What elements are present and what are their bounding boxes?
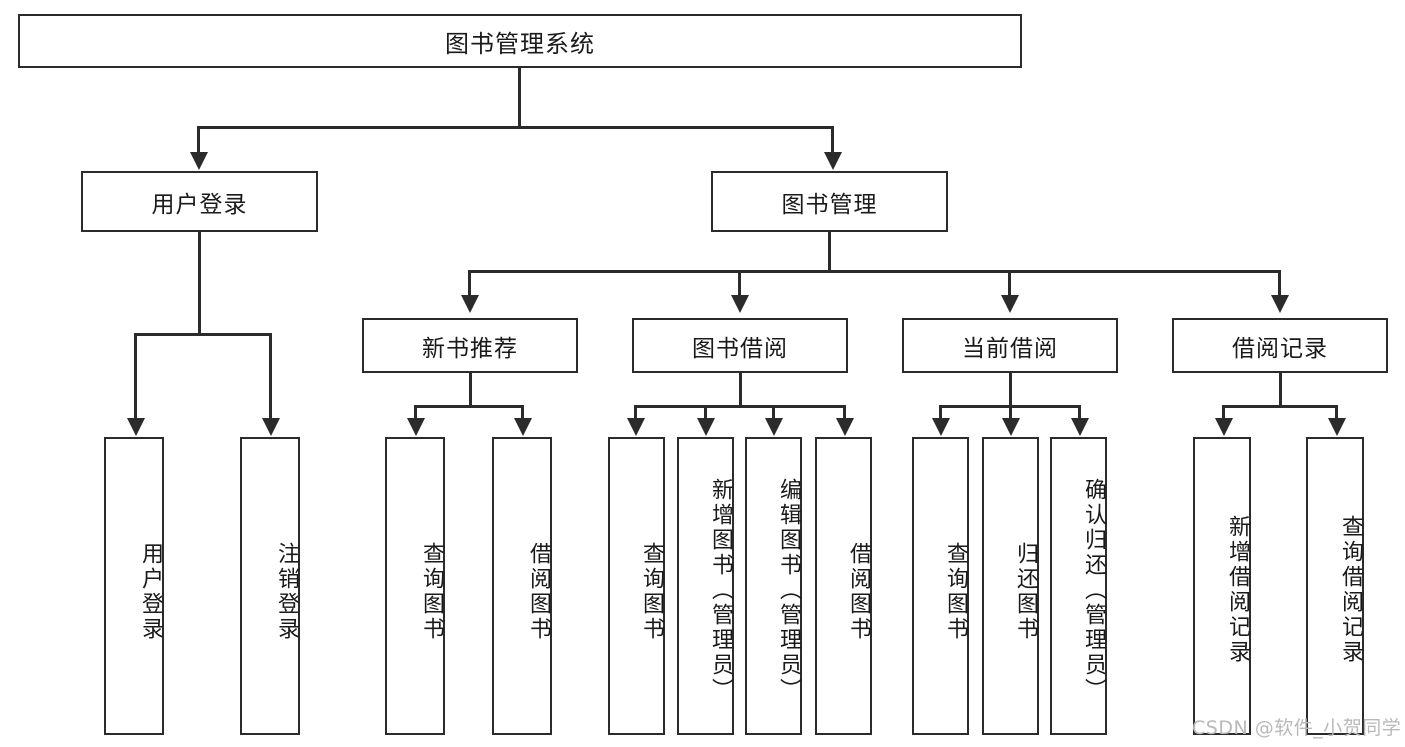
node-label: 图书借阅 — [692, 335, 788, 362]
leaf-logout-login[interactable]: 注销登录 — [240, 437, 300, 735]
leaf-query-record[interactable]: 查询借阅记录 — [1306, 437, 1364, 735]
leaf-query-book-1[interactable]: 查询图书 — [385, 437, 445, 735]
arrowhead-icon — [731, 295, 749, 313]
node-label: 借阅图书 — [526, 542, 551, 642]
node-label: 借阅图书 — [846, 542, 871, 642]
node-book-borrow[interactable]: 图书借阅 — [632, 318, 848, 373]
edge-cb-to-leaf-2 — [1009, 405, 1012, 421]
edge-user-login-to-leaf-2 — [269, 333, 272, 421]
arrowhead-icon — [514, 418, 532, 436]
arrowhead-icon — [262, 418, 280, 436]
node-label: 用户登录 — [138, 542, 163, 642]
edge-root-bar — [197, 126, 834, 129]
node-label: 查询图书 — [639, 542, 664, 642]
edge-bm-to-book-borrow — [738, 270, 741, 298]
edge-book-management-bar — [468, 270, 1280, 273]
edge-bb-to-leaf-1 — [634, 405, 637, 421]
edge-user-login-to-leaf-1 — [134, 333, 137, 421]
node-label: 借阅记录 — [1232, 335, 1328, 362]
edge-bm-to-borrow-record — [1278, 270, 1281, 298]
edge-cb-stem — [1009, 373, 1012, 407]
edge-br-to-leaf-1 — [1222, 405, 1225, 421]
edge-root-to-user-login — [197, 126, 200, 156]
edge-bb-to-leaf-4 — [843, 405, 846, 421]
node-label: 新书推荐 — [422, 335, 518, 362]
edge-cb-to-leaf-3 — [1078, 405, 1081, 421]
arrowhead-icon — [407, 418, 425, 436]
edge-br-to-leaf-2 — [1335, 405, 1338, 421]
edge-bm-to-current-borrow — [1008, 270, 1011, 298]
node-label: 确认归还（管理员） — [1081, 477, 1106, 703]
leaf-edit-book[interactable]: 编辑图书（管理员） — [745, 437, 802, 735]
arrowhead-icon — [836, 418, 854, 436]
arrowhead-icon — [1215, 418, 1233, 436]
arrowhead-icon — [765, 418, 783, 436]
edge-bb-to-leaf-2 — [704, 405, 707, 421]
arrowhead-icon — [1328, 418, 1346, 436]
node-label: 用户登录 — [151, 191, 248, 218]
edge-br-bar — [1222, 405, 1338, 408]
csdn-watermark: CSDN @软件_小贺同学 — [1192, 717, 1402, 739]
edge-nbr-stem — [469, 373, 472, 407]
node-label: 注销登录 — [274, 542, 299, 642]
edge-cb-to-leaf-1 — [939, 405, 942, 421]
edge-root-to-book-management — [831, 126, 834, 156]
node-new-book-recommend[interactable]: 新书推荐 — [362, 318, 578, 373]
node-label: 编辑图书（管理员） — [776, 477, 801, 703]
edge-root-stem — [518, 68, 521, 126]
leaf-add-record[interactable]: 新增借阅记录 — [1193, 437, 1251, 735]
node-current-borrow[interactable]: 当前借阅 — [902, 318, 1118, 373]
arrowhead-icon — [824, 152, 842, 170]
edge-bm-to-new-book — [468, 270, 471, 298]
edge-nbr-to-leaf-1 — [414, 405, 417, 421]
arrowhead-icon — [190, 152, 208, 170]
node-label: 图书管理系统 — [445, 29, 595, 58]
node-borrow-record[interactable]: 借阅记录 — [1172, 318, 1388, 373]
edge-nbr-bar — [414, 405, 524, 408]
node-label: 图书管理 — [781, 191, 878, 218]
arrowhead-icon — [697, 418, 715, 436]
leaf-user-login[interactable]: 用户登录 — [104, 437, 164, 735]
edge-book-management-stem — [828, 232, 831, 272]
node-label: 归还图书 — [1013, 542, 1038, 642]
leaf-add-book[interactable]: 新增图书（管理员） — [677, 437, 734, 735]
edge-bb-to-leaf-3 — [772, 405, 775, 421]
leaf-query-book-2[interactable]: 查询图书 — [608, 437, 665, 735]
node-label: 当前借阅 — [962, 335, 1058, 362]
arrowhead-icon — [127, 418, 145, 436]
arrowhead-icon — [1001, 295, 1019, 313]
leaf-query-book-3[interactable]: 查询图书 — [912, 437, 969, 735]
node-label: 查询借阅记录 — [1338, 515, 1363, 665]
arrowhead-icon — [461, 295, 479, 313]
node-user-login[interactable]: 用户登录 — [81, 171, 318, 232]
edge-bb-stem — [739, 373, 742, 407]
node-label: 新增图书（管理员） — [708, 477, 733, 703]
leaf-confirm-return[interactable]: 确认归还（管理员） — [1050, 437, 1107, 735]
edge-bb-bar — [634, 405, 846, 408]
leaf-borrow-book-2[interactable]: 借阅图书 — [815, 437, 872, 735]
node-label: 查询图书 — [419, 542, 444, 642]
edge-br-stem — [1279, 373, 1282, 407]
node-label: 查询图书 — [943, 542, 968, 642]
node-root-system[interactable]: 图书管理系统 — [18, 14, 1022, 68]
arrowhead-icon — [1271, 295, 1289, 313]
node-label: 新增借阅记录 — [1225, 515, 1250, 665]
leaf-return-book[interactable]: 归还图书 — [982, 437, 1039, 735]
arrowhead-icon — [1002, 418, 1020, 436]
edge-user-login-bar — [134, 333, 272, 336]
arrowhead-icon — [627, 418, 645, 436]
leaf-borrow-book-1[interactable]: 借阅图书 — [492, 437, 552, 735]
edge-user-login-stem — [198, 232, 201, 335]
node-book-management[interactable]: 图书管理 — [711, 171, 948, 232]
edge-nbr-to-leaf-2 — [521, 405, 524, 421]
arrowhead-icon — [932, 418, 950, 436]
arrowhead-icon — [1071, 418, 1089, 436]
